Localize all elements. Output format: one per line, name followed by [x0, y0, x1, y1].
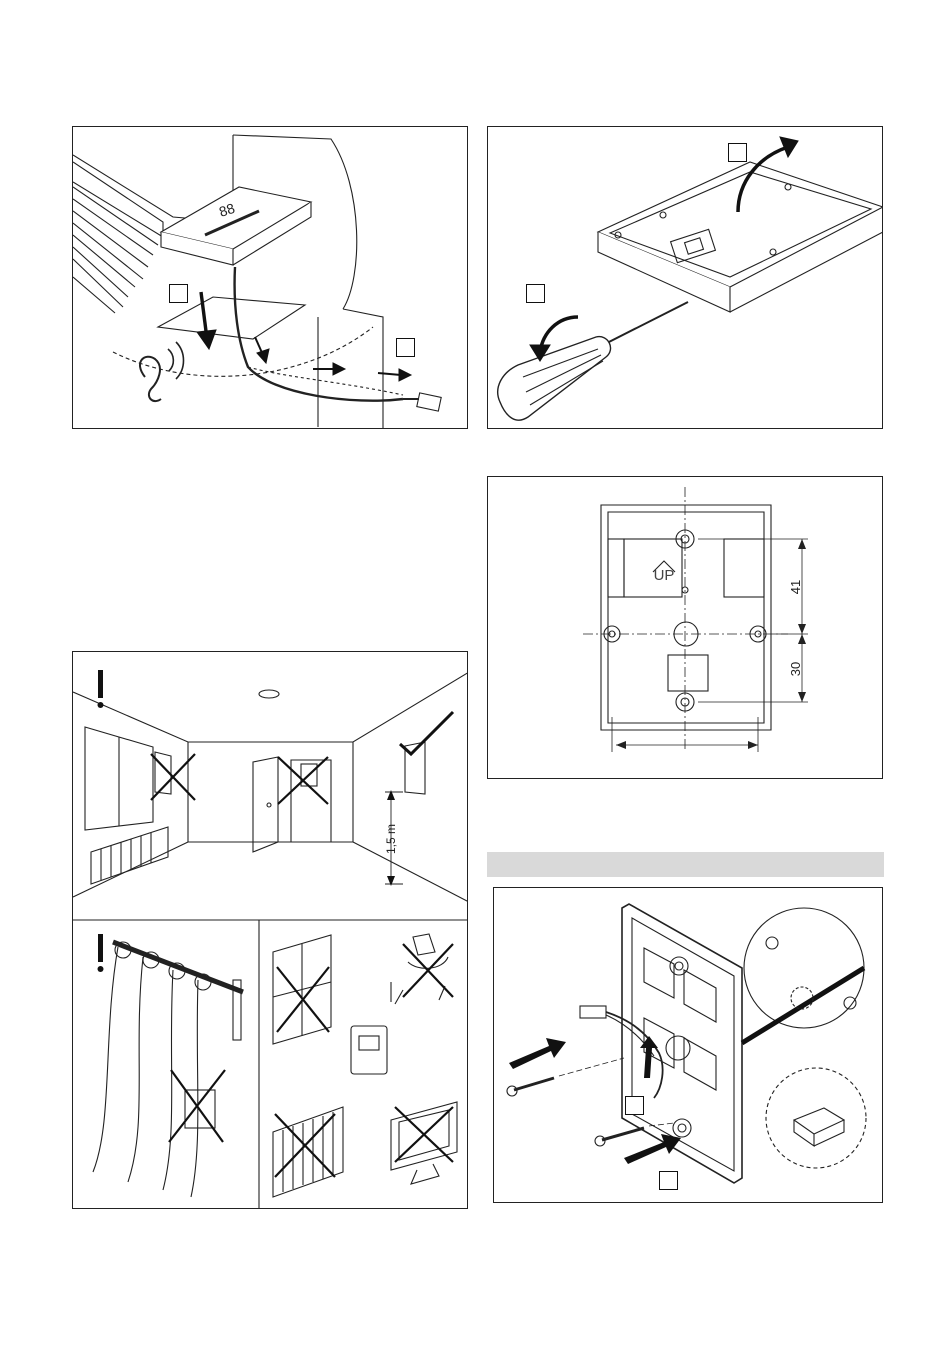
template-drawing: UP 41 30	[488, 477, 883, 779]
step-marker-f	[659, 1171, 678, 1190]
room-placement-illustration: 1,5 m	[73, 652, 468, 1209]
figure-mounting-template: UP 41 30	[487, 476, 883, 779]
dimension-30: 30	[788, 662, 803, 676]
section-heading-bar	[487, 852, 884, 877]
step-marker-c	[728, 143, 747, 162]
screwdriver-illustration	[488, 127, 883, 429]
step-marker-a	[169, 284, 188, 303]
figure-wall-mounting	[493, 887, 883, 1203]
figure-open-with-screwdriver	[487, 126, 883, 429]
step-marker-b	[396, 338, 415, 357]
wall-mounting-illustration	[494, 888, 883, 1203]
remote-on-bracket-illustration: 88	[73, 127, 468, 429]
dimension-41: 41	[788, 580, 803, 594]
height-label: 1,5 m	[384, 824, 398, 854]
up-label: UP	[654, 567, 675, 584]
step-marker-d	[526, 284, 545, 303]
figure-room-placement: 1,5 m	[72, 651, 468, 1209]
step-marker-e	[625, 1096, 644, 1115]
figure-remote-on-bracket: 88	[72, 126, 468, 429]
